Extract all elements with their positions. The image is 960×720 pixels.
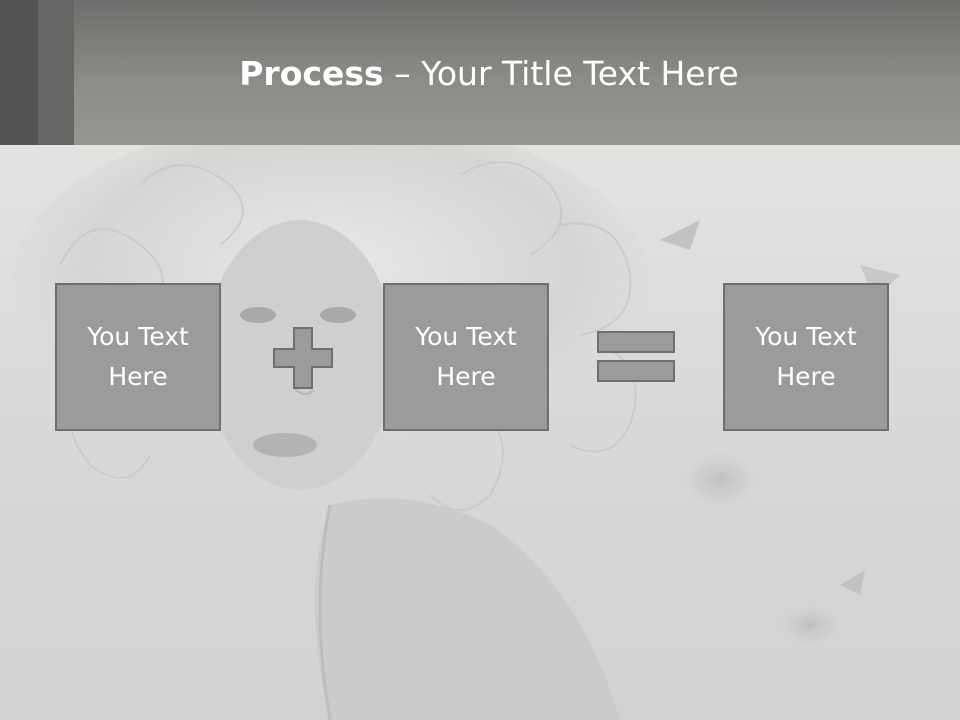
title-bold: Process (239, 54, 384, 93)
process-step-box-2: You Text Here (383, 283, 549, 431)
background-photo (0, 145, 960, 720)
step-label-2: You Text Here (415, 322, 517, 391)
process-step-box-1: You Text Here (55, 283, 221, 431)
header-accent-mid (38, 0, 74, 145)
title-rest: – Your Title Text Here (383, 54, 739, 93)
header-accent-dark (0, 0, 38, 145)
step-label-1: You Text Here (87, 322, 189, 391)
header-band: Process – Your Title Text Here (0, 0, 960, 145)
process-step-box-3: You Text Here (723, 283, 889, 431)
slide-title: Process – Your Title Text Here (74, 52, 904, 96)
portrait-illustration (10, 145, 900, 720)
step-label-3: You Text Here (755, 322, 857, 391)
plus-icon (273, 327, 333, 389)
equals-icon (597, 331, 675, 382)
